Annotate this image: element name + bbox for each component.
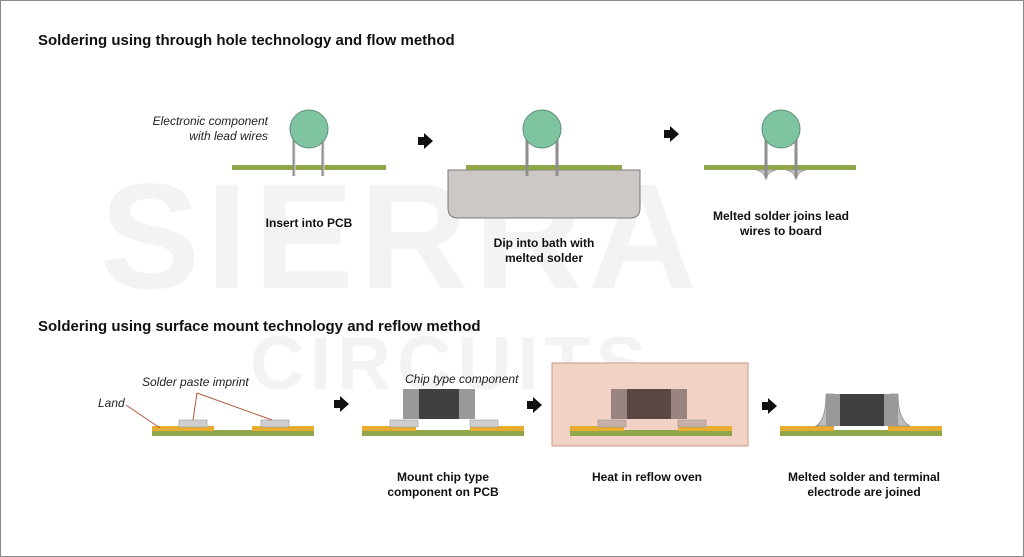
pcb-board (704, 165, 856, 170)
land-pad (152, 426, 214, 431)
smt-step1-caption: Mount chip type component on PCB (387, 470, 499, 499)
chip-terminal (884, 394, 898, 426)
chip-terminal (403, 389, 419, 419)
pcb-board (466, 165, 622, 170)
paste-leader-line (192, 392, 198, 421)
component-note-line1: Electronic component (152, 114, 268, 128)
component-body (289, 109, 329, 149)
component-note: Electronic component with lead wires (140, 114, 268, 144)
th-step1-caption: Insert into PCB (265, 216, 353, 230)
smt-step1-mount (362, 389, 524, 436)
land-pad (888, 426, 942, 431)
through-hole-heading: Soldering using through hole technology … (38, 32, 455, 49)
land-leader-line (125, 404, 161, 429)
land-pad (470, 426, 524, 431)
chip-body (627, 389, 671, 419)
chip-terminal (611, 389, 627, 419)
th-step3-joined (704, 109, 856, 181)
chip-terminal (459, 389, 475, 419)
smt-step0-board (125, 392, 314, 436)
smt-step2-caption: Heat in reflow oven (591, 470, 703, 484)
paste-leader-line (196, 392, 273, 421)
pcb-board (362, 430, 524, 436)
solder-paste (597, 419, 627, 428)
th-step2-caption: Dip into bath with melted solder (493, 236, 595, 265)
chip-note: Chip type component (405, 372, 519, 386)
pcb-board (780, 430, 942, 436)
th-step2-dip (447, 109, 641, 219)
surface-mount-heading: Soldering using surface mount technology… (38, 318, 481, 335)
component-body (761, 109, 801, 149)
land-note: Land (98, 396, 125, 410)
chip-body (840, 394, 884, 426)
solder-paste (389, 419, 419, 428)
th-step3-caption: Melted solder joins lead wires to board (712, 209, 850, 238)
solder-bath (447, 169, 641, 219)
component-body (522, 109, 562, 149)
smt-step2-reflow (551, 362, 749, 447)
land-pad (570, 426, 624, 431)
chip-terminal (826, 394, 840, 426)
component-note-line2: with lead wires (189, 129, 268, 143)
pcb-board (232, 165, 386, 170)
pcb-board (570, 430, 732, 436)
solder-paste (178, 419, 208, 428)
solder-paste (469, 419, 499, 428)
chip-terminal (671, 389, 687, 419)
paste-note: Solder paste imprint (142, 375, 249, 389)
smt-step3-joined (780, 393, 942, 436)
land-pad (780, 426, 834, 431)
land-pad (252, 426, 314, 431)
pcb-board (152, 430, 314, 436)
solder-paste (677, 419, 707, 428)
th-step1-insert (232, 109, 386, 176)
land-pad (362, 426, 416, 431)
chip-body (419, 389, 459, 419)
land-pad (678, 426, 732, 431)
smt-step3-caption: Melted solder and terminal electrode are… (787, 470, 941, 499)
solder-paste (260, 419, 290, 428)
